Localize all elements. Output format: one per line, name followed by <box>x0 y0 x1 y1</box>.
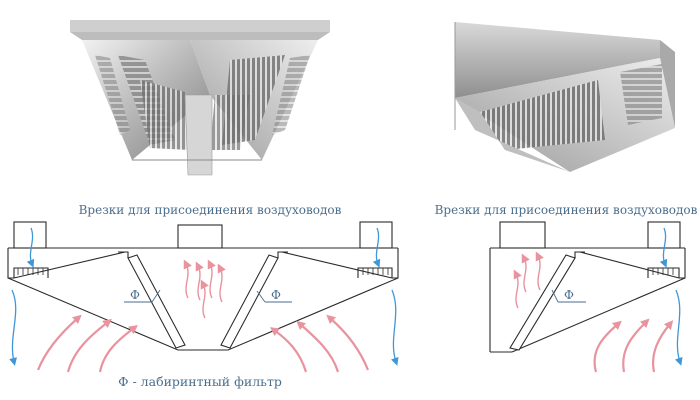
hot-air-arrow <box>36 314 82 371</box>
cold-air-arrows <box>9 227 683 366</box>
hot-air-arrow <box>296 320 340 373</box>
hot-air-arrow <box>66 318 112 373</box>
labyrinth-filter-right <box>220 254 279 349</box>
cold-air-arrow <box>372 227 381 268</box>
hot-air-arrow <box>513 269 522 309</box>
hot-air-arrow <box>195 261 204 301</box>
hot-air-arrow <box>622 318 650 373</box>
filter-leader-left <box>124 289 161 303</box>
hot-air-arrow <box>521 253 530 293</box>
cold-air-arrow <box>390 289 399 366</box>
duct-collar-wall-right <box>647 221 681 249</box>
wall-hood-photo <box>454 22 675 172</box>
hot-air-arrow <box>326 314 370 371</box>
island-hood-schematic <box>7 221 399 351</box>
connections-caption-right: Врезки для присоединения воздуховодов <box>435 203 698 217</box>
cold-air-arrow <box>26 227 35 268</box>
hot-air-arrow <box>535 251 544 291</box>
cold-air-arrow <box>659 227 668 268</box>
hot-air-arrow <box>652 320 674 373</box>
hot-air-arrow <box>593 320 622 373</box>
hot-air-arrow <box>200 279 209 319</box>
labyrinth-filter-left <box>127 254 186 349</box>
wall-hood-schematic <box>489 221 686 353</box>
hot-air-arrow <box>183 259 192 299</box>
hot-air-arrow <box>269 327 308 373</box>
island-hood-photo <box>70 20 330 176</box>
duct-collar-left <box>13 221 47 249</box>
labyrinth-filter-wall <box>509 254 576 351</box>
filter-mark-left-b: Ф <box>271 288 281 302</box>
hot-air-arrow <box>217 263 226 303</box>
duct-collar-right <box>359 221 393 249</box>
hot-air-arrows <box>36 251 674 373</box>
hot-air-arrow <box>207 259 216 299</box>
duct-collar-wall-left <box>499 221 546 249</box>
cold-air-arrow <box>674 289 683 366</box>
connections-caption-left: Врезки для присоединения воздуховодов <box>79 203 342 217</box>
filter-mark-right: Ф <box>564 288 574 302</box>
filter-mark-left-a: Ф <box>130 288 140 302</box>
duct-collar-center <box>177 224 223 249</box>
cold-air-arrow <box>9 289 18 366</box>
hot-air-arrow <box>98 324 138 373</box>
filter-legend: Ф - лабиринтный фильтр <box>118 374 282 389</box>
